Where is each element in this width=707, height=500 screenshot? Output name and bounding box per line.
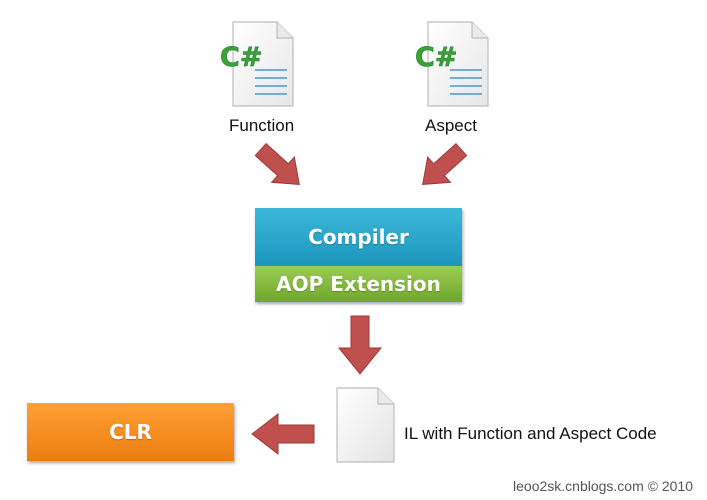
aspect-csharp-file-icon: C# (415, 21, 489, 107)
watermark: leoo2sk.cnblogs.com © 2010 (513, 478, 693, 494)
arrow-function-to-compiler (254, 142, 300, 185)
clr-box: CLR (27, 403, 234, 461)
arrow-aspect-to-compiler (422, 142, 468, 185)
function-csharp-file-icon: C# (220, 21, 294, 107)
clr-label: CLR (109, 420, 152, 444)
aop-extension-label: AOP Extension (276, 272, 441, 296)
il-label: IL with Function and Aspect Code (404, 424, 657, 443)
compiler-label: Compiler (308, 225, 409, 249)
arrow-compiler-to-il (337, 315, 383, 375)
aop-extension-box: AOP Extension (255, 266, 462, 302)
arrow-il-to-clr (251, 412, 315, 456)
function-csharp-label: C# (220, 42, 262, 73)
compiler-box: Compiler (255, 208, 462, 266)
il-file-icon (336, 387, 395, 463)
aspect-label: Aspect (425, 116, 477, 135)
aspect-csharp-label: C# (415, 42, 457, 73)
function-label: Function (229, 116, 295, 135)
